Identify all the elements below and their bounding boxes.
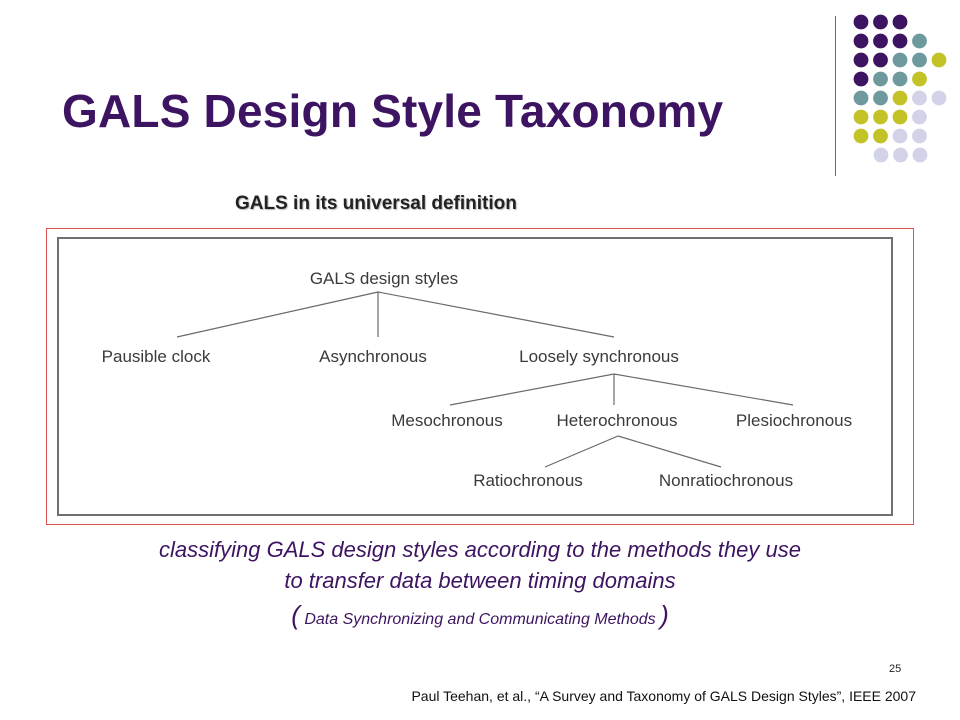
tree-node-nonratiochronous: Nonratiochronous <box>659 471 793 490</box>
tree-node-ratiochronous: Ratiochronous <box>473 471 583 490</box>
citation: Paul Teehan, et al., “A Survey and Taxon… <box>411 688 916 704</box>
decor-dot <box>892 90 908 106</box>
tree-node-plesiochronous: Plesiochronous <box>736 411 852 430</box>
decorative-dot-grid <box>853 14 947 163</box>
decor-dot <box>912 109 927 125</box>
decor-dot <box>931 52 947 68</box>
decor-dot <box>873 52 888 68</box>
decor-dot <box>931 90 947 106</box>
decor-dot <box>892 109 908 125</box>
tree-node-mesochronous: Mesochronous <box>391 411 503 430</box>
decor-dot <box>912 71 927 87</box>
decor-dot <box>853 71 869 87</box>
tree-node-pausible-clock: Pausible clock <box>102 347 211 366</box>
caption-close-paren: ) <box>660 600 669 630</box>
tree-inner-border <box>57 237 893 516</box>
decor-dot <box>912 147 928 163</box>
edge-hetero-ratio <box>544 435 619 468</box>
edge-loosely-plesiochronous <box>613 373 794 406</box>
caption-line-2: to transfer data between timing domains <box>284 568 676 593</box>
decor-dot <box>892 52 908 68</box>
slide-title: GALS Design Style Taxonomy <box>62 85 724 137</box>
decor-dot <box>893 147 908 163</box>
decor-dot <box>873 128 888 144</box>
tree-connectors <box>176 291 794 468</box>
decor-dot <box>912 128 927 144</box>
edge-loosely-mesochronous <box>449 373 615 406</box>
header-divider <box>835 16 836 176</box>
decor-dot <box>853 90 869 106</box>
edge-root-pausible <box>176 291 379 338</box>
decor-dot <box>873 109 888 125</box>
caption-methods-text: Data Synchronizing and Communicating Met… <box>299 611 661 628</box>
decor-dot <box>892 33 908 49</box>
diagram-frame <box>46 228 914 525</box>
caption-open-paren: ( <box>291 600 300 630</box>
decor-dot <box>873 33 888 49</box>
decor-dot <box>892 71 908 87</box>
tree-node-root: GALS design styles <box>310 269 458 288</box>
decor-dot <box>892 128 908 144</box>
decor-dot <box>853 128 869 144</box>
decor-dot <box>912 52 927 68</box>
decor-dot <box>873 71 888 87</box>
tree-node-heterochronous: Heterochronous <box>557 411 678 430</box>
decor-dot <box>873 14 888 30</box>
decor-dot <box>853 52 869 68</box>
caption-line-3: ( Data Synchronizing and Communicating M… <box>40 600 920 631</box>
decor-dot <box>873 90 888 106</box>
diagram-subtitle: GALS in its universal definition <box>235 193 517 214</box>
decor-dot <box>853 14 869 30</box>
decor-dot <box>873 147 889 163</box>
tree-node-asynchronous: Asynchronous <box>319 347 427 366</box>
decor-dot <box>853 109 869 125</box>
edge-hetero-nonratio <box>617 435 722 468</box>
page-number: 25 <box>889 663 902 675</box>
decor-dot <box>892 14 908 30</box>
tree-node-loosely-synchronous: Loosely synchronous <box>519 347 679 366</box>
decor-dot <box>912 90 927 106</box>
caption-line-1: classifying GALS design styles according… <box>158 537 801 562</box>
decor-dot <box>853 33 869 49</box>
edge-root-loosely <box>377 291 615 338</box>
decor-dot <box>912 33 927 49</box>
